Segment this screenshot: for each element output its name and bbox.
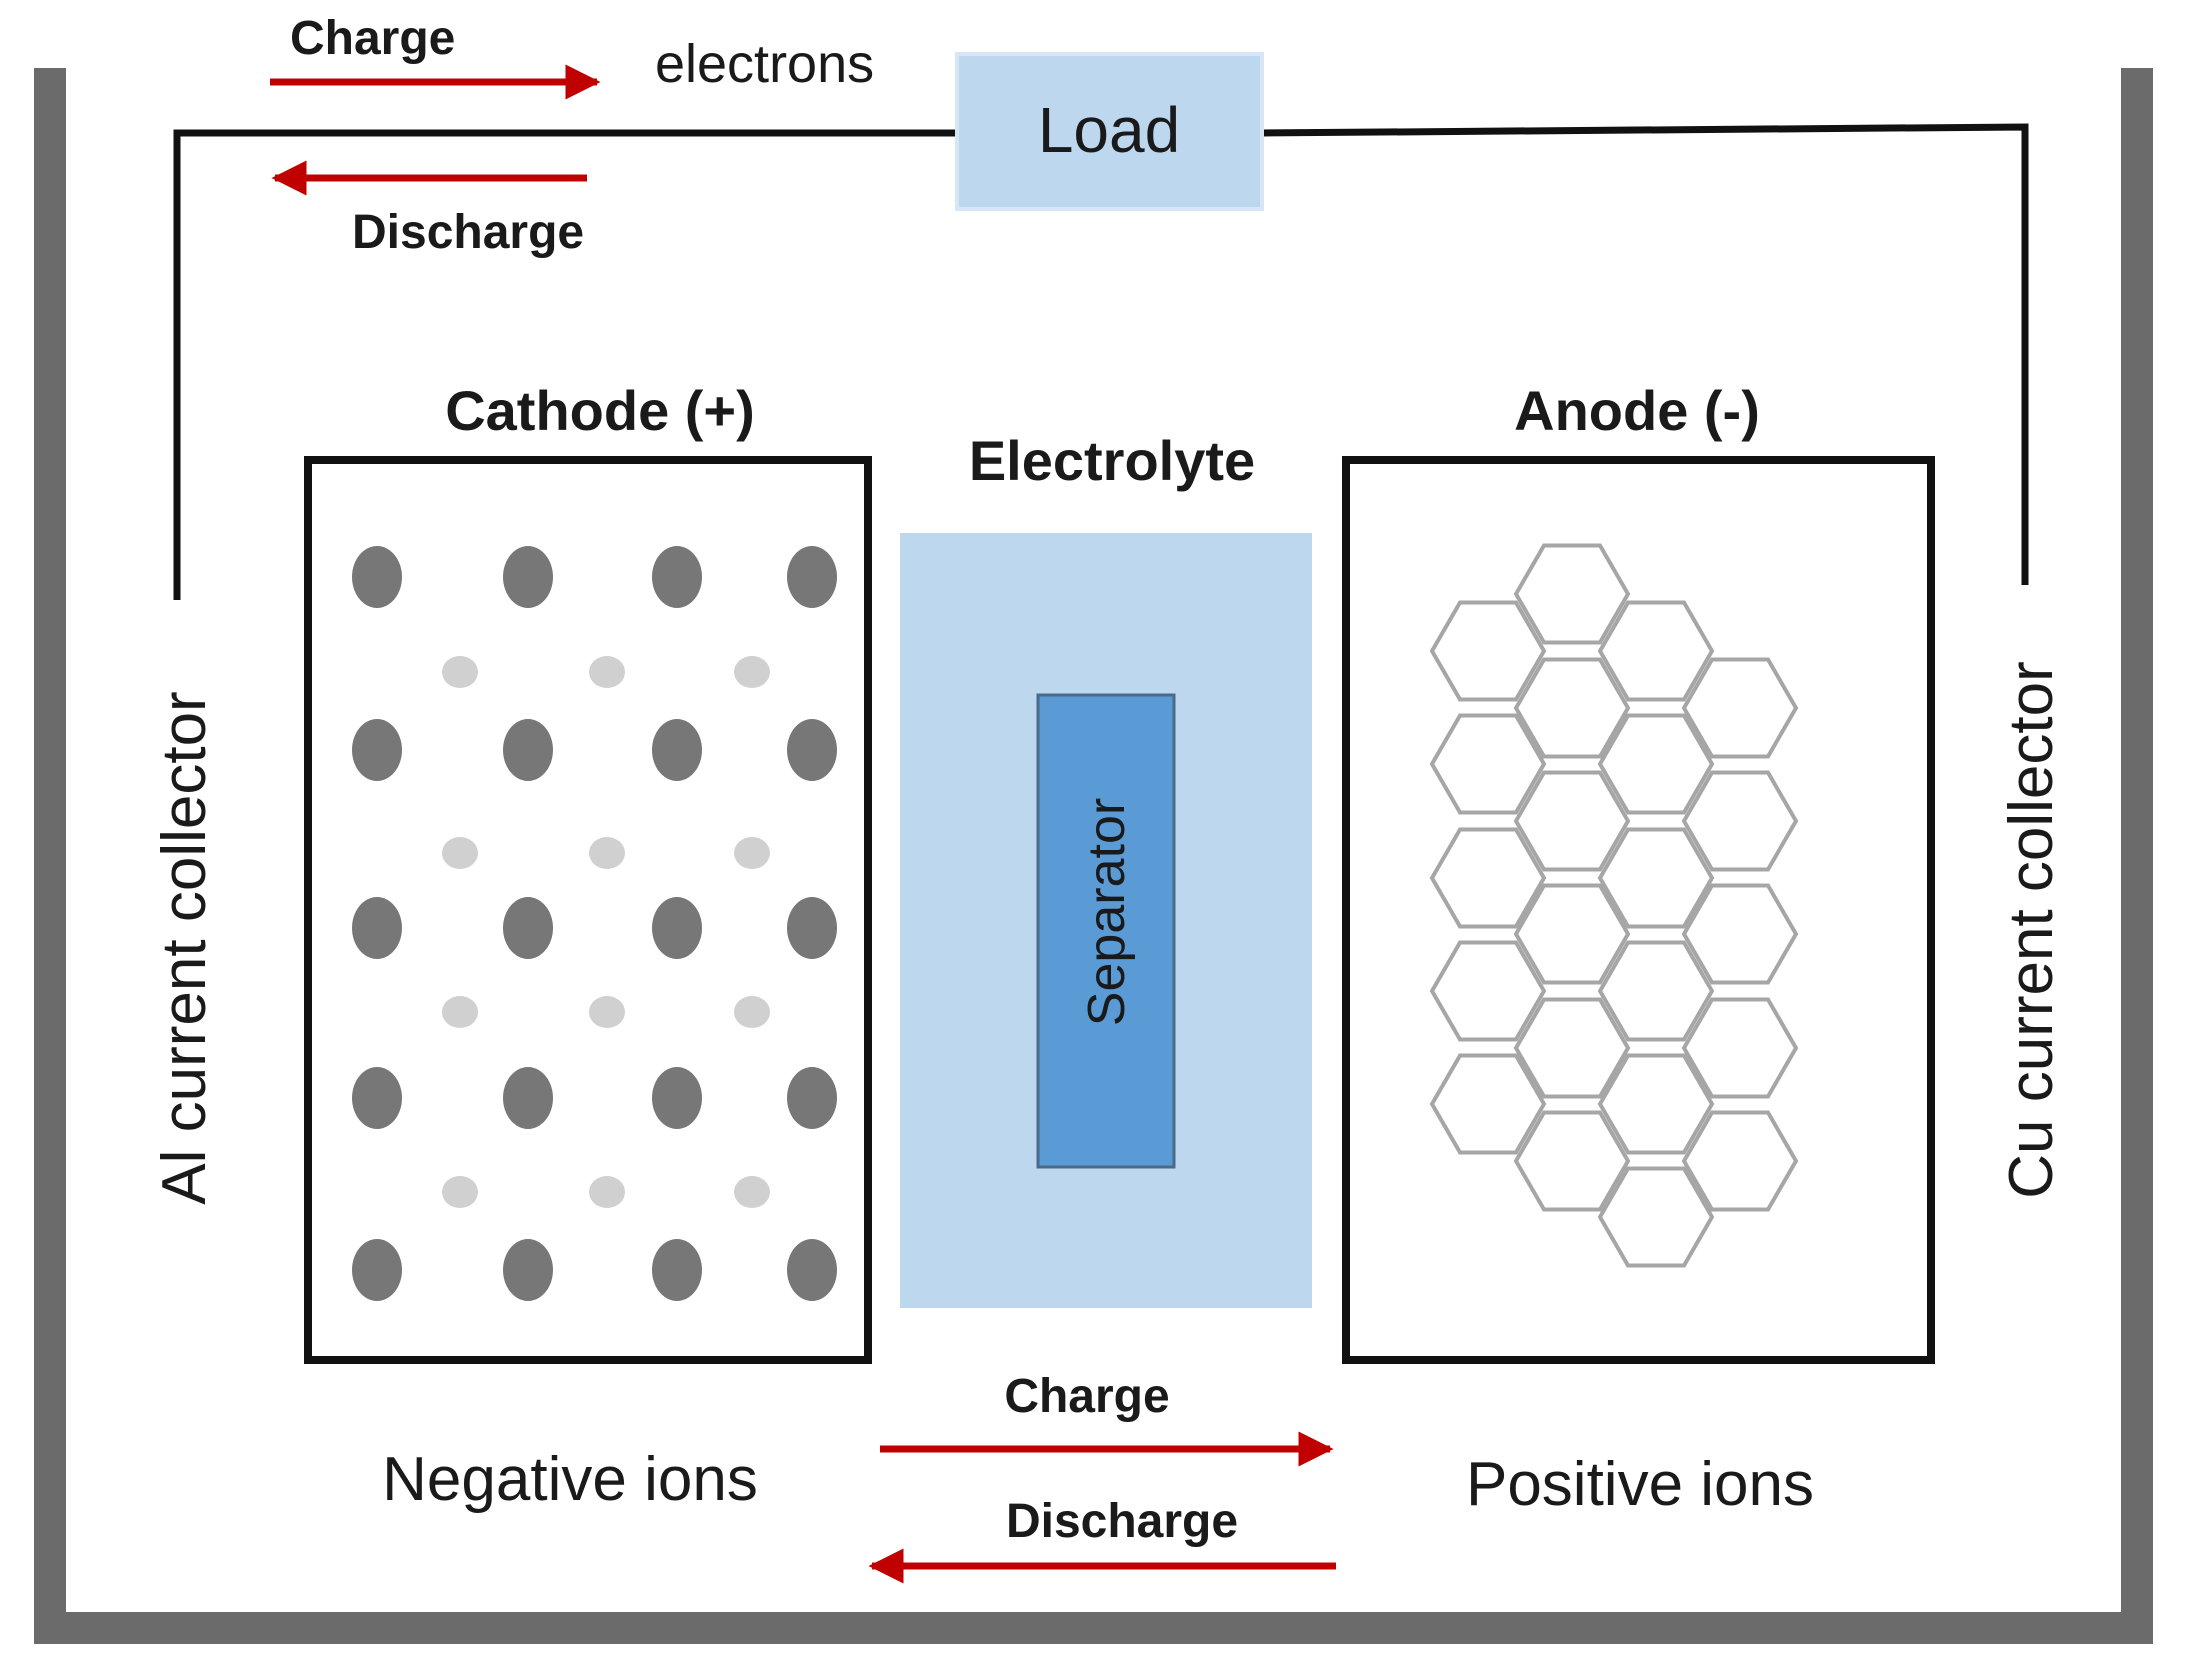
negative-ions-label: Negative ions — [382, 1445, 758, 1514]
electrolyte-label: Electrolyte — [969, 429, 1255, 492]
separator-box — [1036, 693, 1176, 1169]
cathode-large-particle — [503, 719, 553, 781]
cathode-large-particle — [503, 546, 553, 608]
cathode-small-particle — [442, 837, 478, 869]
cathode-large-particle — [352, 546, 402, 608]
cathode-large-particle — [787, 546, 837, 608]
cathode-small-particle — [734, 656, 770, 688]
anode-hexagon-lattice — [1429, 543, 1799, 1268]
circuit-wire-left — [173, 129, 957, 600]
anode-hexagon — [1681, 770, 1799, 872]
cathode-large-particle — [787, 719, 837, 781]
discharge-label-top: Discharge — [352, 206, 584, 259]
discharge-label-bottom: Discharge — [1006, 1495, 1238, 1548]
anode-hexagon — [1597, 1166, 1715, 1268]
anode-box — [1342, 456, 1935, 1364]
cathode-large-particle — [652, 897, 702, 959]
electrons-label: electrons — [655, 34, 874, 94]
anode-label: Anode (-) — [1514, 379, 1760, 442]
cathode-large-particle — [652, 719, 702, 781]
anode-hexagon — [1597, 600, 1715, 702]
cathode-small-particle — [589, 1176, 625, 1208]
cathode-particles — [352, 546, 837, 1301]
cathode-small-particle — [589, 656, 625, 688]
anode-hexagon — [1597, 940, 1715, 1042]
separator-label: Separator — [1078, 798, 1136, 1026]
anode-hexagon — [1597, 713, 1715, 815]
anode-hexagon — [1513, 770, 1631, 872]
anode-hexagon — [1597, 827, 1715, 929]
cathode-large-particle — [352, 719, 402, 781]
load-label: Load — [1038, 94, 1180, 166]
anode-hexagon — [1513, 1110, 1631, 1212]
cathode-large-particle — [503, 1239, 553, 1301]
anode-hexagon — [1681, 1110, 1799, 1212]
anode-hexagon — [1513, 657, 1631, 759]
anode-hexagon — [1429, 1053, 1547, 1155]
cathode-small-particle — [442, 656, 478, 688]
anode-hexagon — [1513, 997, 1631, 1099]
anode-hexagon — [1513, 543, 1631, 645]
charge-label-bottom: Charge — [1004, 1370, 1169, 1423]
cathode-large-particle — [652, 546, 702, 608]
cathode-large-particle — [352, 1067, 402, 1129]
cathode-large-particle — [352, 1239, 402, 1301]
cu-collector-label: Cu current collector — [1997, 661, 2066, 1199]
anode-hexagon — [1429, 940, 1547, 1042]
cathode-large-particle — [652, 1239, 702, 1301]
cathode-small-particle — [589, 996, 625, 1028]
anode-hexagon — [1681, 657, 1799, 759]
charge-label-top: Charge — [290, 12, 455, 65]
cathode-large-particle — [787, 1067, 837, 1129]
cathode-small-particle — [734, 1176, 770, 1208]
cathode-small-particle — [734, 837, 770, 869]
cathode-small-particle — [442, 996, 478, 1028]
load-box — [955, 52, 1264, 211]
anode-hexagon — [1429, 827, 1547, 929]
circuit-wire-right — [1261, 123, 2029, 585]
cathode-large-particle — [503, 1067, 553, 1129]
anode-hexagon — [1597, 1053, 1715, 1155]
anode-hexagon — [1681, 997, 1799, 1099]
positive-ions-label: Positive ions — [1466, 1450, 1814, 1519]
anode-hexagon — [1429, 713, 1547, 815]
cathode-small-particle — [734, 996, 770, 1028]
cathode-large-particle — [503, 897, 553, 959]
al-collector-label: Al current collector — [150, 691, 219, 1204]
cathode-box — [304, 456, 872, 1364]
cathode-label: Cathode (+) — [445, 379, 755, 442]
cell-container — [34, 68, 2153, 1644]
cathode-large-particle — [352, 897, 402, 959]
anode-hexagon — [1513, 883, 1631, 985]
cathode-large-particle — [787, 897, 837, 959]
anode-hexagon — [1681, 883, 1799, 985]
cathode-small-particle — [589, 837, 625, 869]
anode-hexagon — [1429, 600, 1547, 702]
cathode-large-particle — [652, 1067, 702, 1129]
cathode-large-particle — [787, 1239, 837, 1301]
cathode-small-particle — [442, 1176, 478, 1208]
